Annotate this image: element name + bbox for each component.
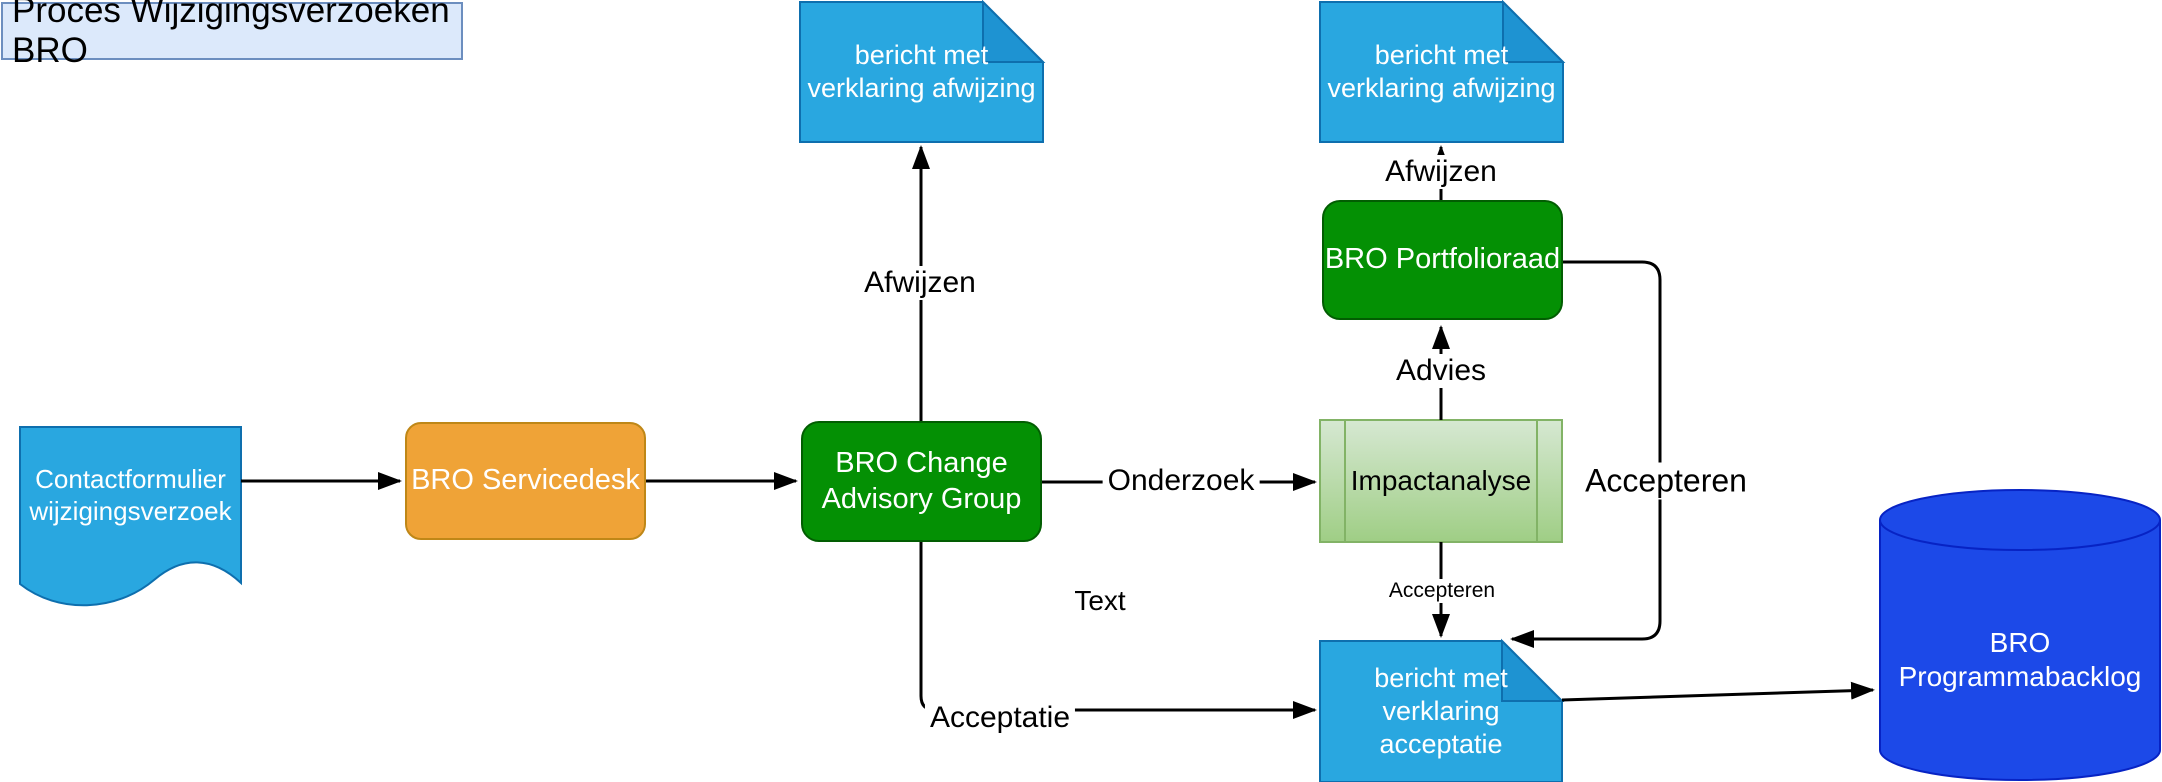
node-cag: BRO Change Advisory Group bbox=[801, 421, 1042, 542]
folded-corner bbox=[982, 0, 1046, 63]
node-doc-acceptatie bbox=[1319, 638, 1565, 782]
node-portfolioraad: BRO Portfolioraad bbox=[1322, 200, 1563, 320]
node-programmabacklog bbox=[1879, 489, 2161, 781]
node-impactanalyse bbox=[1319, 419, 1563, 543]
folded-corner bbox=[1502, 0, 1566, 63]
node-servicedesk: BRO Servicedesk bbox=[405, 422, 646, 540]
diagram-title: Proces Wijzigingsverzoeken BRO bbox=[1, 0, 463, 70]
node-contactformulier bbox=[19, 426, 242, 607]
folded-corner bbox=[1501, 638, 1565, 702]
edge-portfolioraad-accepteren bbox=[1510, 260, 1662, 648]
node-doc-afwijzing-links bbox=[799, 0, 1046, 143]
edge-acceptatie-backlog bbox=[1561, 681, 1875, 702]
edge-cag-acceptatie bbox=[919, 542, 1317, 719]
node-doc-afwijzing-rechts bbox=[1319, 0, 1566, 143]
